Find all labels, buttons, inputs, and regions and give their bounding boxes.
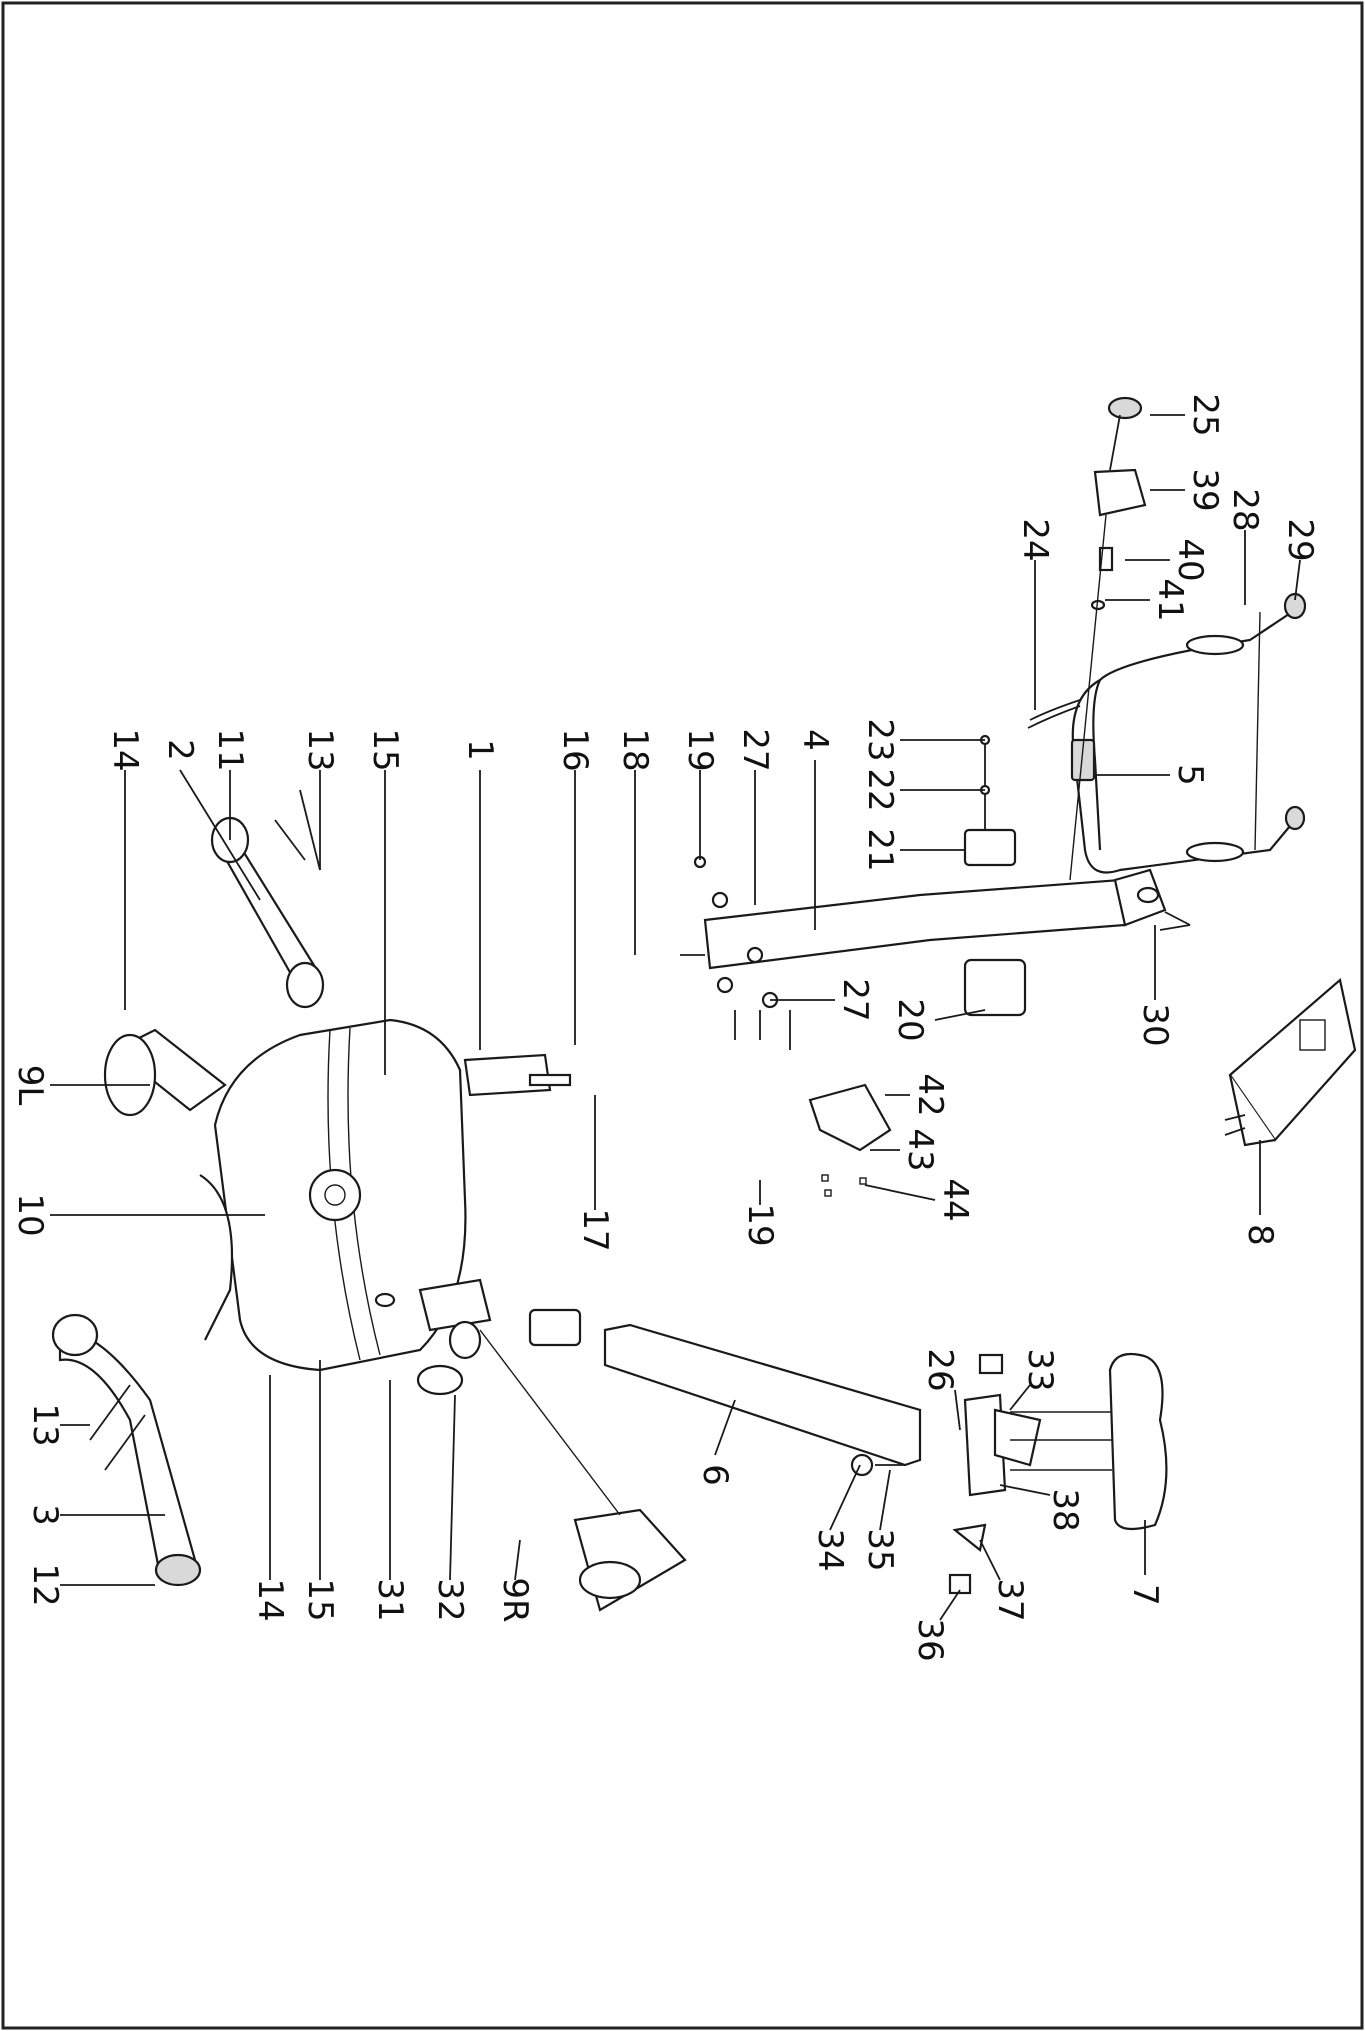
callout-label-c15a: 15 xyxy=(365,728,405,771)
callout-label-c43: 43 xyxy=(900,1128,940,1171)
callout-label-c26: 26 xyxy=(920,1348,960,1391)
callout-label-c25: 25 xyxy=(1185,393,1225,436)
callout-label-c21: 21 xyxy=(860,828,900,871)
handlebar-knob-assembly xyxy=(1069,396,1147,881)
front-stabilizer xyxy=(210,789,325,1009)
callout-label-c7: 7 xyxy=(1125,1584,1165,1606)
seat-slider xyxy=(850,1353,1042,1595)
leader-line-c34 xyxy=(829,1464,861,1531)
handlebar xyxy=(1027,592,1307,874)
callout-label-c31: 31 xyxy=(370,1578,410,1621)
callout-label-c34: 34 xyxy=(810,1528,850,1571)
callout-label-c13a: 13 xyxy=(300,728,340,771)
callout-label-c41: 41 xyxy=(1150,578,1190,621)
callout-label-c28: 28 xyxy=(1225,488,1265,531)
callout-label-c12: 12 xyxy=(25,1563,65,1606)
callout-label-c11: 11 xyxy=(210,728,250,771)
callout-label-c40: 40 xyxy=(1170,538,1210,581)
callout-label-c36: 36 xyxy=(910,1618,950,1661)
handlebar-post xyxy=(703,868,1191,970)
callout-label-c13b: 13 xyxy=(25,1403,65,1446)
callout-label-c18: 18 xyxy=(615,728,655,771)
leader-line-c44 xyxy=(864,1184,936,1201)
callout-label-c1: 1 xyxy=(460,739,500,761)
callout-label-c27b: 27 xyxy=(835,978,875,1021)
seat xyxy=(1010,1352,1168,1531)
leader-line-c33 xyxy=(1009,1384,1031,1411)
callout-label-c42: 42 xyxy=(910,1073,950,1116)
callout-label-c20: 20 xyxy=(890,998,930,1041)
callout-label-c9R: 9R xyxy=(495,1577,535,1622)
callout-label-c32: 32 xyxy=(430,1578,470,1621)
post-bolts xyxy=(680,855,791,1050)
pedal-right xyxy=(573,1508,687,1612)
rear-stabilizer xyxy=(51,1313,202,1587)
pedal-left xyxy=(103,1028,227,1117)
leader-line-c2 xyxy=(179,769,261,901)
callout-label-c23: 23 xyxy=(860,718,900,761)
callout-label-c8: 8 xyxy=(1240,1224,1280,1246)
callout-leaders xyxy=(50,414,1301,1621)
callout-label-c29: 29 xyxy=(1280,518,1320,561)
seat-post xyxy=(416,1278,922,1516)
leader-line-c20 xyxy=(934,1009,986,1021)
callout-label-c44: 44 xyxy=(935,1178,975,1221)
callout-label-c27a: 27 xyxy=(735,728,775,771)
leader-line-c36 xyxy=(939,1589,961,1621)
callout-label-c37: 37 xyxy=(990,1578,1030,1621)
callout-label-c3: 3 xyxy=(25,1504,65,1526)
callout-label-c14b: 14 xyxy=(250,1578,290,1621)
callout-label-c9L: 9L xyxy=(10,1065,50,1106)
leader-line-c9R xyxy=(514,1539,521,1581)
callout-label-c15b: 15 xyxy=(300,1578,340,1621)
callout-label-c24: 24 xyxy=(1015,518,1055,561)
callout-label-c16: 16 xyxy=(555,728,595,771)
main-frame-housing xyxy=(199,1018,572,1372)
tension-knob xyxy=(963,734,1027,1017)
callout-label-c22: 22 xyxy=(860,768,900,811)
leader-line-c35 xyxy=(879,1469,891,1531)
leader-line-c32 xyxy=(449,1394,456,1581)
callout-label-c17: 17 xyxy=(575,1208,615,1251)
callout-label-c30: 30 xyxy=(1135,1003,1175,1046)
callout-label-c2: 2 xyxy=(160,739,200,761)
callout-label-c19b: 19 xyxy=(740,1203,780,1246)
callout-label-c14a: 14 xyxy=(105,728,145,771)
leader-line-c26 xyxy=(954,1389,961,1431)
leader-line-c29 xyxy=(1294,559,1301,601)
callout-label-c39: 39 xyxy=(1185,468,1225,511)
console xyxy=(1224,977,1357,1147)
rear-cover xyxy=(808,1083,892,1197)
callout-label-c10: 10 xyxy=(10,1193,50,1236)
callout-label-c35: 35 xyxy=(860,1528,900,1571)
leader-line-c6 xyxy=(714,1399,736,1456)
callout-label-c5: 5 xyxy=(1170,764,1210,786)
callout-label-c19a: 19 xyxy=(680,728,720,771)
callout-label-c6: 6 xyxy=(695,1464,735,1486)
callout-label-c33: 33 xyxy=(1020,1348,1060,1391)
leader-line-c37 xyxy=(979,1539,1001,1581)
callout-label-c4: 4 xyxy=(795,729,835,751)
callout-label-c38: 38 xyxy=(1045,1488,1085,1531)
leader-line-c38 xyxy=(999,1484,1051,1496)
